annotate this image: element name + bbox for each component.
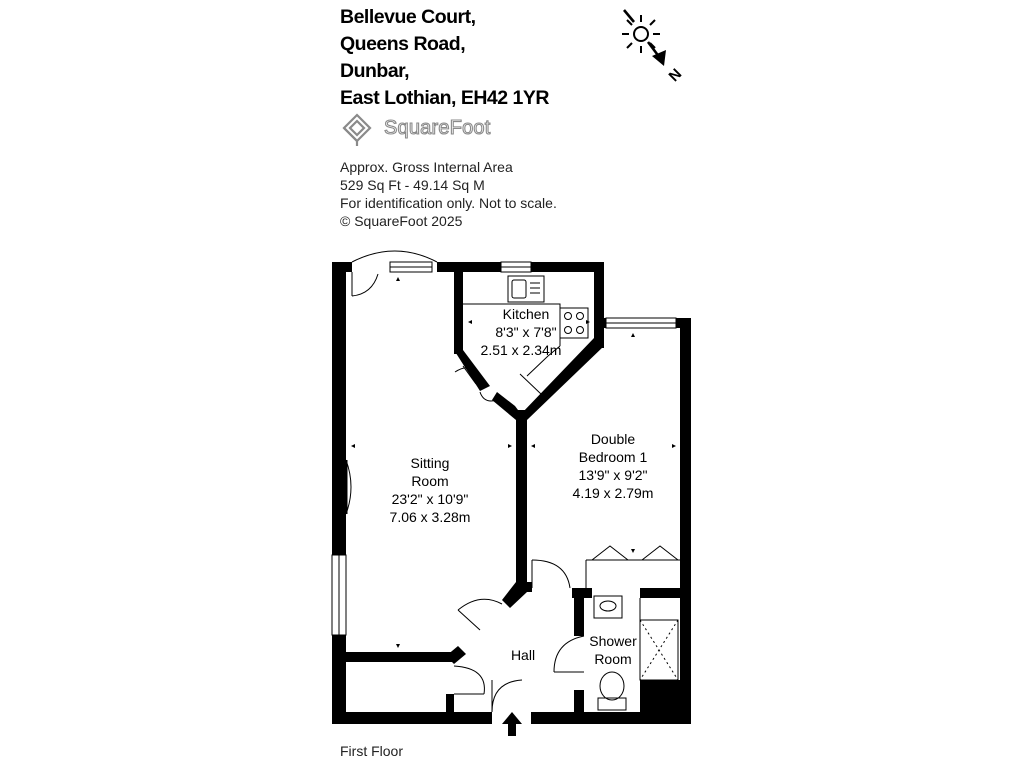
wall [527,582,532,592]
door-swing [453,665,485,695]
entrance-arrow-icon [502,712,522,736]
kitchen-name: Kitchen [503,306,550,322]
toilet-icon [597,671,627,711]
bedroom-metric-size: 4.19 x 2.79m [573,485,654,501]
wall [516,410,527,588]
bedroom-imperial-size: 13'9" x 9'2" [579,467,648,483]
gross-area-value: 529 Sq Ft - 49.14 Sq M [340,177,485,193]
hob-icon [559,307,589,339]
wall [574,690,584,724]
wall [572,588,592,598]
wall [531,712,587,724]
wall [594,262,604,320]
hall-name: Hall [511,647,535,663]
wall [640,680,691,724]
door-swing [553,635,585,673]
wall [502,582,527,608]
squarefoot-logo-icon [342,113,372,146]
wall [492,392,521,420]
sink-icon [507,275,545,303]
balcony-door-arc [351,250,438,263]
basin-icon [593,595,623,619]
floor-label: First Floor [340,743,403,759]
sitting-room-metric-size: 7.06 x 3.28m [390,509,471,525]
address-line: Bellevue Court, [340,6,476,28]
sitting-room-imperial-size: 23'2" x 10'9" [392,491,469,507]
gross-area-heading: Approx. Gross Internal Area [340,159,513,175]
wall [640,588,691,598]
property-address: Bellevue Court, Queens Road, Dunbar, Eas… [340,4,600,112]
wall [531,262,604,272]
sitting-room-name: Sitting [411,455,450,471]
squarefoot-logo: SquareFoot [340,113,520,147]
wall [574,588,584,636]
door-swing [531,559,571,589]
wardrobe-door [591,545,629,561]
wardrobe-door [641,545,679,561]
door-swing [479,391,498,402]
address-line: East Lothian, EH42 1YR [340,87,549,109]
address-line: Queens Road, [340,33,466,55]
door-swing [457,598,503,611]
wall [454,262,463,354]
wall [332,712,492,724]
area-info: Approx. Gross Internal Area 529 Sq Ft - … [340,158,640,230]
fixtures [463,275,679,711]
door-swing [351,273,379,297]
wall [680,318,691,588]
scale-disclaimer: For identification only. Not to scale. [340,195,557,211]
shower-room-name: Room [594,651,631,667]
north-arrow-icon [646,41,666,66]
wall [594,318,604,348]
kitchen-metric-size: 2.51 x 2.34m [481,342,562,358]
dimension-ticks [351,277,676,648]
wall [680,592,691,724]
door-swing [454,367,477,377]
door-swing [491,679,523,713]
sitting-room-name: Room [411,473,448,489]
doors [351,250,680,713]
windows [331,261,677,636]
sun-icon [622,9,660,53]
squarefoot-logo-text: SquareFoot [383,116,491,139]
wall [521,338,604,420]
bedroom-name: Bedroom 1 [579,449,648,465]
wall [332,262,352,272]
bedroom-name: Double [591,431,636,447]
compass: N [622,9,686,86]
wall [332,652,454,662]
address-line: Dunbar, [340,60,410,82]
copyright-notice: © SquareFoot 2025 [340,213,463,229]
kitchen-imperial-size: 8'3" x 7'8" [495,324,556,340]
shower-tray-icon [639,598,679,681]
north-label: N [666,66,686,86]
wall [446,694,454,724]
shower-room-name: Shower [589,633,637,649]
wall [437,262,501,272]
